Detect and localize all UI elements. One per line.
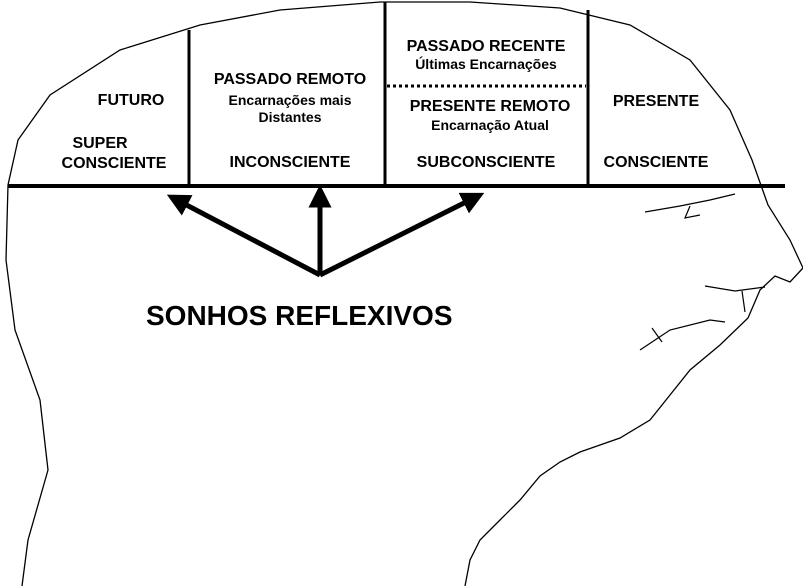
futuro-state-line1: SUPER: [72, 135, 128, 152]
arrow-to-superconsciente: [166, 194, 322, 278]
passado-remoto-subtitle-line2: Distantes: [258, 109, 322, 125]
passado-remoto-title: PASSADO REMOTO: [213, 71, 367, 88]
sonhos-reflexivos-caption: SONHOS REFLEXIVOS: [146, 300, 453, 331]
consciente-state: CONSCIENTE: [603, 154, 709, 171]
futuro-state-line2: CONSCIENTE: [61, 155, 167, 172]
inconsciente-state: INCONSCIENTE: [229, 154, 351, 171]
subconsciente-state: SUBCONSCIENTE: [416, 154, 556, 171]
chin-mark: [639, 319, 726, 351]
passado-recente-subtitle: Últimas Encarnações: [415, 56, 557, 72]
passado-remoto-subtitle-line1: Encarnações mais: [228, 92, 352, 108]
head-outline: [5, 1, 803, 586]
presente-remoto-subtitle: Encarnação Atual: [431, 117, 549, 133]
passado-recente-title: PASSADO RECENTE: [406, 38, 566, 55]
presente-remoto-title: PRESENTE REMOTO: [409, 98, 571, 115]
arrow-to-subconsciente: [318, 192, 485, 278]
futuro-title: FUTURO: [97, 92, 165, 109]
eyebrow-mark: [644, 193, 736, 219]
presente-title: PRESENTE: [612, 93, 700, 110]
mouth-mark: [704, 285, 766, 313]
